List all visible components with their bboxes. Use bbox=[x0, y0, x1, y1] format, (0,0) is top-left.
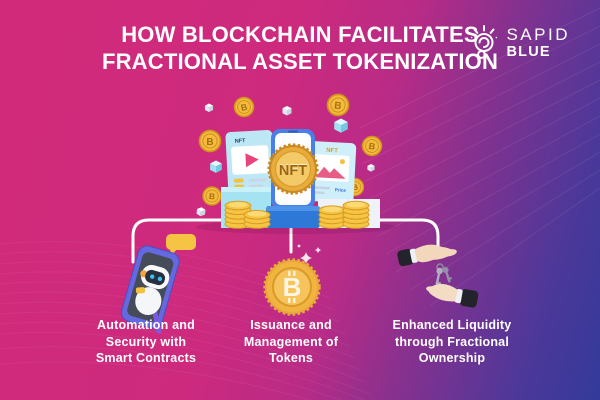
title-line-2: FRACTIONAL ASSET TOKENIZATION bbox=[101, 49, 499, 74]
feature-line: Smart Contracts bbox=[95, 351, 197, 365]
coin-stack-right bbox=[318, 200, 370, 229]
brand-name: SAPID BLUE bbox=[506, 26, 570, 60]
play-icon bbox=[245, 153, 259, 168]
brand-name-top: SAPID bbox=[506, 25, 570, 45]
medal-text: NFT bbox=[279, 163, 307, 179]
feature-line: Enhanced Liquidity bbox=[392, 318, 512, 332]
medal-highlight-text: NFT bbox=[279, 162, 307, 178]
podium-blue-block bbox=[266, 206, 320, 228]
feature-label-token-management: Issuance and Management of Tokens bbox=[206, 317, 376, 367]
feature-line: Automation and bbox=[97, 318, 195, 332]
wave-lines-right bbox=[359, 7, 600, 307]
image-icon bbox=[315, 166, 346, 179]
card-label: NFT bbox=[326, 148, 338, 155]
nft-scene: NFT NFT Price bbox=[196, 92, 396, 234]
coin-stack-left bbox=[224, 200, 271, 229]
feature-label-fractional-ownership: Enhanced Liquidity through Fractional Ow… bbox=[367, 317, 537, 367]
robot-phone-icon bbox=[120, 234, 196, 334]
image-nft-card: NFT Price bbox=[305, 141, 357, 204]
feature-label-smart-contracts: Automation and Security with Smart Contr… bbox=[61, 317, 231, 367]
hands-keys-icon bbox=[397, 244, 479, 308]
nft-medal: NFT NFT bbox=[267, 143, 319, 195]
feature-line: through Fractional bbox=[394, 334, 509, 349]
feature-line: Security with bbox=[105, 334, 187, 349]
page-title: HOW BLOCKCHAIN FACILITATES FRACTIONAL AS… bbox=[0, 21, 600, 75]
video-nft-card: NFT bbox=[225, 130, 276, 198]
feature-line: Management of bbox=[243, 334, 339, 349]
card-caption: Price bbox=[335, 187, 347, 193]
brand-logo: SAPID BLUE bbox=[469, 24, 570, 62]
bitcoin-symbol: B bbox=[283, 272, 302, 302]
feature-line: Issuance and bbox=[250, 318, 332, 332]
bitcoin-coin-icon: B bbox=[263, 244, 322, 316]
feature-line: Tokens bbox=[268, 351, 314, 365]
lightbulb-icon bbox=[471, 25, 498, 59]
title-line-1: HOW BLOCKCHAIN FACILITATES bbox=[121, 22, 479, 47]
card-label: NFT bbox=[235, 138, 247, 145]
feature-line: Ownership bbox=[418, 351, 486, 365]
brand-name-bottom: BLUE bbox=[506, 44, 551, 61]
